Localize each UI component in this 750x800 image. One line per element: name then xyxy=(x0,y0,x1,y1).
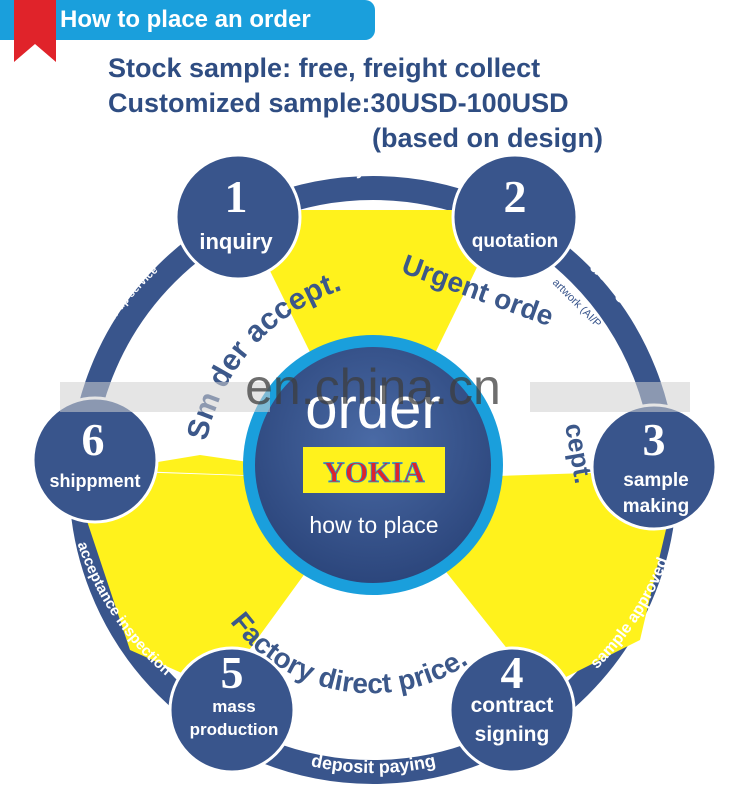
step-6-label: shippment xyxy=(49,471,140,491)
center-subtitle: how to place xyxy=(309,512,438,538)
step-2: 2 quotation xyxy=(451,153,579,281)
watermark-band: en.china.cn xyxy=(60,359,690,415)
step-2-label: quotation xyxy=(472,231,559,252)
step-3: 3 sample making xyxy=(590,403,718,531)
step-3-number: 3 xyxy=(643,414,666,465)
watermark-text: en.china.cn xyxy=(245,359,501,415)
step-4-number: 4 xyxy=(501,647,524,698)
step-5: 5 mass production xyxy=(168,646,296,774)
step-1-number: 1 xyxy=(225,171,248,222)
center-order-word: order xyxy=(305,376,440,441)
step-4: 4 contract signing xyxy=(448,646,576,774)
stock-sample-line: Stock sample: free, freight collect xyxy=(108,53,541,83)
step-5-label-line2: production xyxy=(190,720,279,739)
brand-box xyxy=(303,447,445,493)
step-4-label: contract xyxy=(471,694,554,717)
step-3-label: sample xyxy=(623,470,688,491)
title-banner: How to place an order xyxy=(0,0,375,40)
step-4-label-line2: signing xyxy=(475,723,550,746)
connector-deposit-paying: deposit paying xyxy=(310,750,438,777)
step-2-number: 2 xyxy=(504,171,527,222)
customized-sample-line: Customized sample:30USD-100USD xyxy=(108,88,569,118)
step-5-number: 5 xyxy=(221,647,244,698)
brand-logo: YOKIA xyxy=(323,456,425,489)
step-1: 1 inquiry xyxy=(174,153,302,281)
step-1-label: inquiry xyxy=(199,229,273,254)
step-6: 6 shippment xyxy=(31,396,159,524)
step-5-label: mass xyxy=(212,697,255,716)
step-6-number: 6 xyxy=(82,414,105,465)
design-note-line: (based on design) xyxy=(372,123,604,153)
step-3-label-line2: making xyxy=(623,496,690,517)
bookmark-ribbon-icon xyxy=(14,0,56,62)
page-title: How to place an order xyxy=(60,6,311,33)
